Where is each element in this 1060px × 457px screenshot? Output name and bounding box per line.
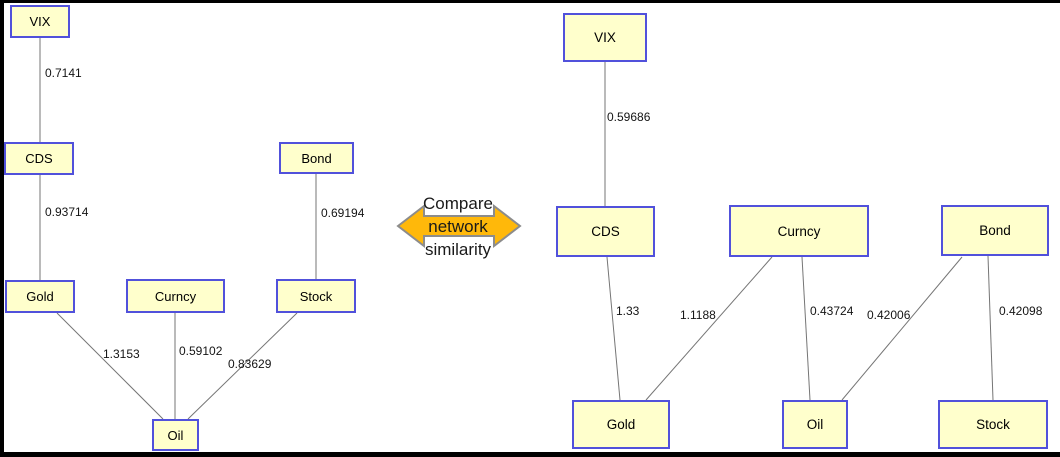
edge-weight-left-gold-oil: 1.3153 <box>103 347 140 361</box>
node-label: Curncy <box>777 223 821 239</box>
node-right-gold: Gold <box>572 400 670 449</box>
node-right-stock: Stock <box>938 400 1048 449</box>
node-right-curncy: Curncy <box>729 205 869 257</box>
node-right-bond: Bond <box>941 205 1049 256</box>
edge-weight-right-cds-gold: 1.33 <box>616 304 640 318</box>
edge-weight-right-curncy-gold: 1.1188 <box>680 308 716 322</box>
edge-left-gold-oil <box>56 312 164 420</box>
edge-left-stock-oil <box>187 312 298 420</box>
node-label: Stock <box>976 417 1010 432</box>
edge-weight-right-bond-oil: 0.42006 <box>867 308 911 322</box>
edge-weight-right-bond-stock: 0.42098 <box>999 304 1043 318</box>
frame-strip-top <box>0 0 1060 3</box>
compare-double-arrow <box>396 203 522 249</box>
edge-right-curncy-oil <box>801 256 811 401</box>
node-label: VIX <box>594 30 616 45</box>
node-label: Gold <box>26 289 54 304</box>
node-right-oil: Oil <box>782 400 848 449</box>
node-label: Oil <box>167 427 184 443</box>
frame-strip-left <box>0 0 4 457</box>
edge-weight-left-bond-stock: 0.69194 <box>321 206 365 220</box>
node-label: CDS <box>591 224 620 239</box>
node-label: VIX <box>29 14 51 29</box>
node-left-oil: Oil <box>152 419 199 451</box>
edge-right-bond-oil <box>841 256 963 401</box>
node-label: CDS <box>25 151 53 166</box>
node-right-vix: VIX <box>563 13 647 62</box>
node-left-cds: CDS <box>4 142 74 175</box>
node-label: Bond <box>979 223 1011 238</box>
edge-weight-right-vix-cds: 0.59686 <box>607 110 651 124</box>
edge-right-bond-stock <box>987 255 994 401</box>
node-left-vix: VIX <box>10 5 70 38</box>
node-left-bond: Bond <box>279 142 354 174</box>
edge-weight-left-curncy-oil: 0.59102 <box>179 344 223 358</box>
frame-strip-bottom <box>0 452 1060 457</box>
node-label: Gold <box>606 417 636 432</box>
node-label: Bond <box>301 150 332 166</box>
node-label: Curncy <box>154 288 197 304</box>
node-label: Oil <box>806 417 824 432</box>
compare-label-line3: similarity <box>424 240 492 259</box>
compare-label-line2: network <box>428 217 488 236</box>
edge-right-curncy-gold <box>645 256 773 401</box>
edge-weight-left-cds-gold: 0.93714 <box>45 205 89 219</box>
node-left-stock: Stock <box>276 279 356 313</box>
edge-weight-right-curncy-oil: 0.43724 <box>810 304 854 318</box>
node-right-cds: CDS <box>556 206 655 257</box>
node-label: Stock <box>299 288 333 304</box>
edge-right-cds-gold <box>606 256 621 401</box>
edge-weight-left-stock-oil: 0.83629 <box>228 357 272 371</box>
compare-label-line1: Compare <box>423 194 493 213</box>
node-left-curncy: Curncy <box>126 279 225 313</box>
node-left-gold: Gold <box>5 280 75 313</box>
edge-weight-left-vix-cds: 0.7141 <box>45 66 82 80</box>
